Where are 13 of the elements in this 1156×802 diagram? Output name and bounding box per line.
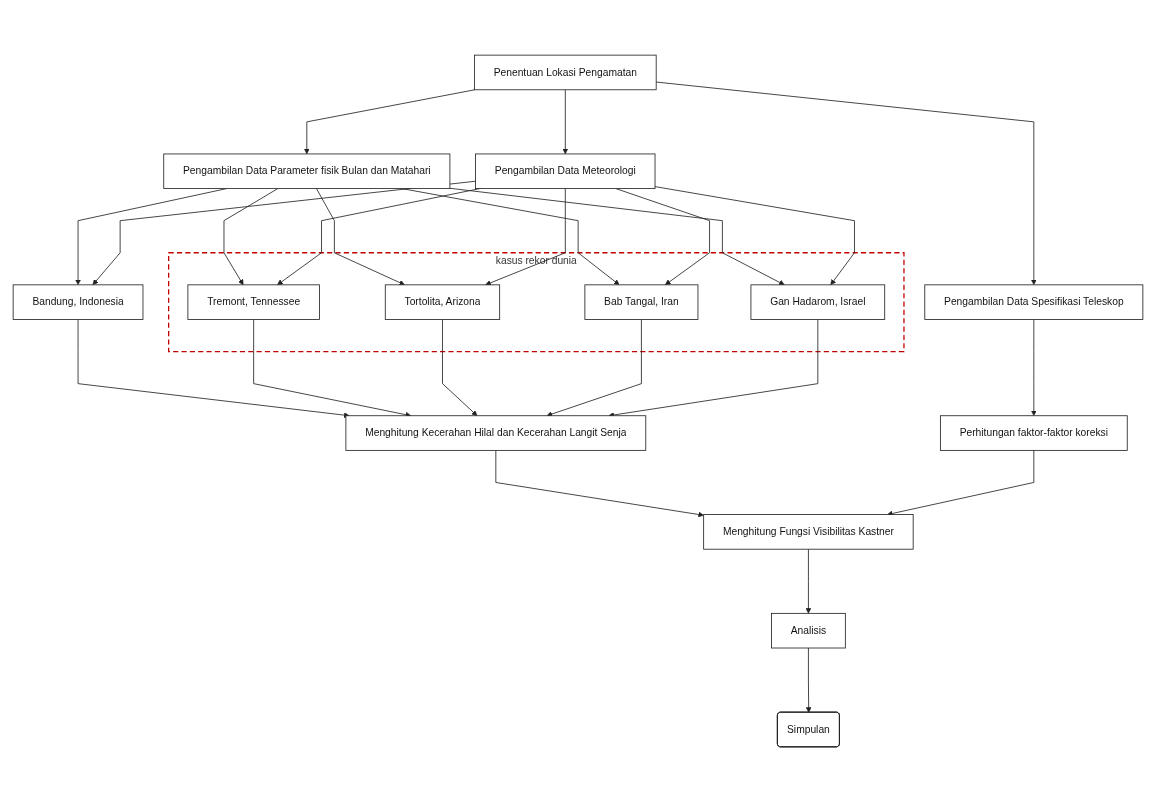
node-box: Gan Hadarom, Israel	[750, 284, 886, 320]
node-box: Perhitungan faktor-faktor koreksi	[939, 415, 1128, 451]
node-box: Menghitung Kecerahan Hilal dan Kecerahan Langit Senja	[345, 415, 647, 451]
node-box: Penentuan Lokasi Pengamatan	[474, 54, 657, 91]
node-box: Menghitung Fungsi Visibilitas Kastner	[703, 514, 914, 550]
node-box: Tortolita, Arizona	[384, 284, 501, 320]
node-box: Pengambilan Data Parameter fisik Bulan dan Matahari	[163, 153, 451, 190]
node-box: Pengambilan Data Spesifikasi Teleskop	[924, 284, 1144, 320]
node-box: Pengambilan Data Meteorologi	[475, 153, 656, 190]
node-box: Analisis	[771, 612, 846, 649]
node-box: Bandung, Indonesia	[12, 284, 144, 320]
node-box: Bab Tangal, Iran	[584, 284, 699, 320]
node-box: Tremont, Tennessee	[187, 284, 320, 320]
